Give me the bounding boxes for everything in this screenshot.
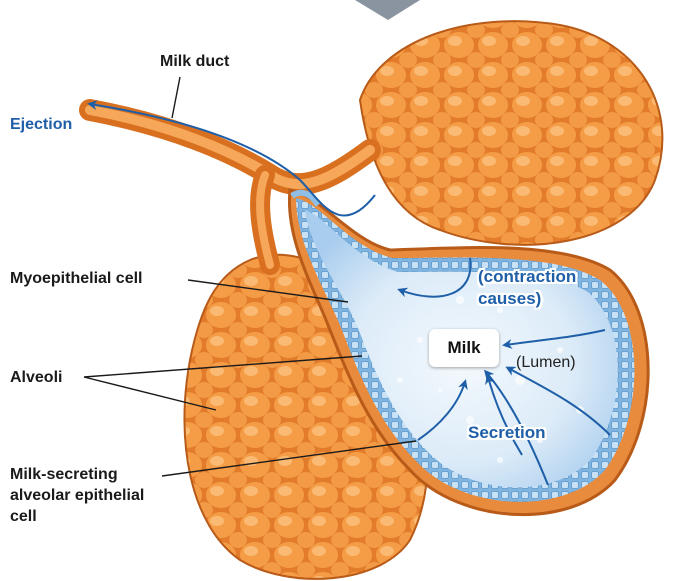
milk-secreting-label-line3: cell [10,508,37,526]
contraction-label-line1: (contraction [478,267,576,287]
corner-tab-shape [355,0,420,20]
milk-label-box: Milk [429,329,499,367]
milk-duct-label: Milk duct [160,53,229,71]
ejection-label: Ejection [10,116,72,134]
lumen-label: (Lumen) [516,354,576,372]
milk-secreting-label-line1: Milk-secreting [10,466,118,484]
milk-secreting-label-line2: alveolar epithelial [10,487,144,505]
myoepithelial-cell-label: Myoepithelial cell [10,270,142,288]
upper-right-lobe [360,21,662,245]
contraction-label-line2: causes) [478,289,541,309]
milk-label: Milk [447,338,480,358]
secretion-label: Secretion [468,423,545,443]
alveoli-label: Alveoli [10,369,62,387]
